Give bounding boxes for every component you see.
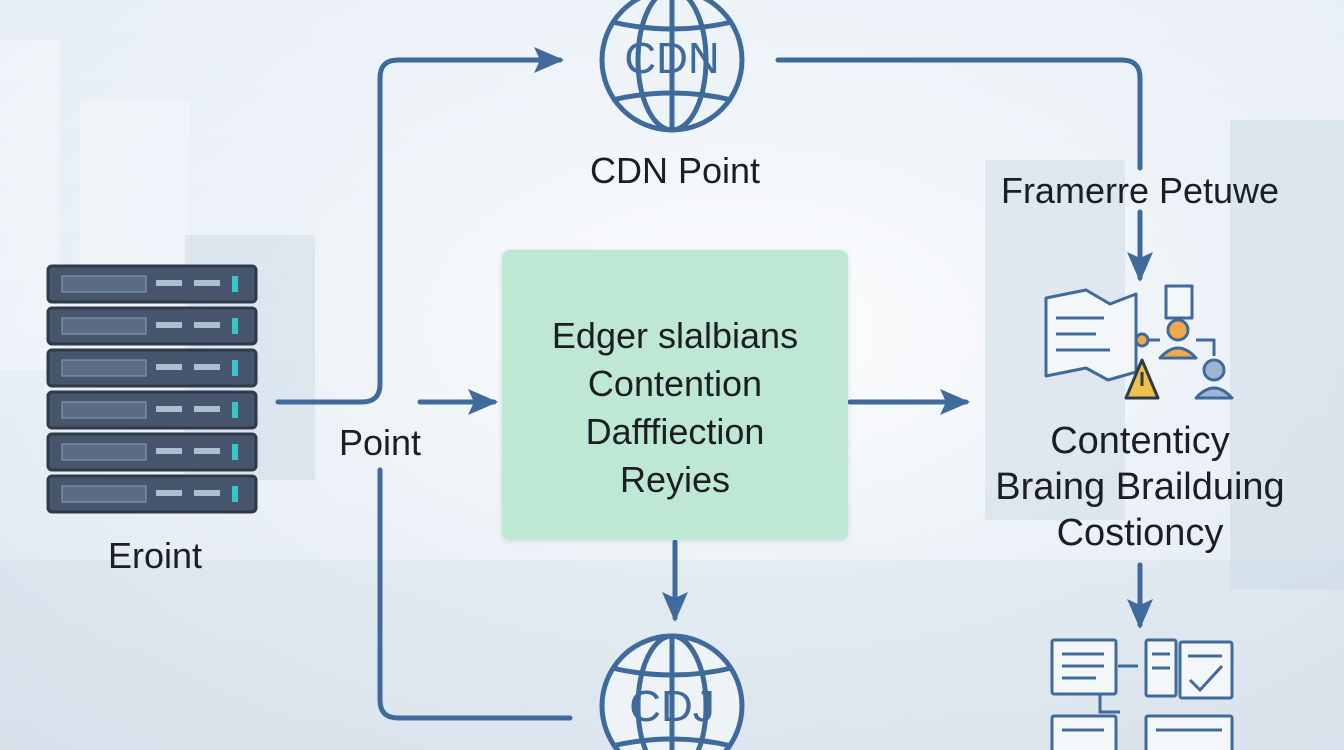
document-icon: [1144, 714, 1234, 750]
note-icon: [1164, 284, 1194, 320]
arrow-server-to-cdn-top: [275, 47, 564, 405]
center-line: Dafffiection: [585, 411, 765, 452]
globe-icon-top: [599, 0, 745, 133]
center-line: Edger slalbians: [551, 315, 799, 356]
right-line: Costioncy: [1056, 512, 1224, 554]
server-rack-icon: [46, 264, 258, 514]
arrow-server-to-cdn-bottom: [377, 467, 573, 721]
right-line: Braing Brailduing: [995, 466, 1285, 508]
arrow-cdn-to-framework: [775, 57, 1143, 171]
document-icon: [1050, 714, 1118, 750]
cdn-point-label: CDN Point: [589, 150, 761, 191]
right-line: Contenticy: [1050, 420, 1230, 462]
server-unit: [46, 348, 258, 388]
framework-label: Framerre Petuwe: [1000, 170, 1280, 211]
server-unit: [46, 432, 258, 472]
user-icon-a: [1166, 318, 1190, 342]
globe-icon-bottom: [599, 633, 745, 750]
background-rack: [1230, 120, 1344, 590]
cdn-top-icon-text: CDN: [624, 34, 720, 83]
point-label: Point: [338, 422, 422, 463]
center-process-text: Edger slalbians Contention Dafffiection …: [502, 312, 848, 504]
connectors: [275, 47, 1153, 721]
server-unit: [46, 264, 258, 304]
server-unit: [46, 474, 258, 514]
collaboration-icon: [1044, 284, 1234, 400]
server-unit: [46, 306, 258, 346]
server-unit: [46, 390, 258, 430]
center-line: Contention: [587, 363, 763, 404]
server-label: Eroint: [107, 535, 203, 576]
center-process-box: [502, 250, 848, 540]
user-icon-b: [1202, 358, 1226, 382]
checklist-icon: [1178, 640, 1234, 700]
documents-flow-icon: [1050, 638, 1234, 750]
cdn-bottom-icon-text: CDJ: [629, 682, 715, 731]
center-line: Reyies: [619, 459, 731, 500]
right-description: Contenticy Braing Brailduing Costioncy: [960, 418, 1320, 556]
